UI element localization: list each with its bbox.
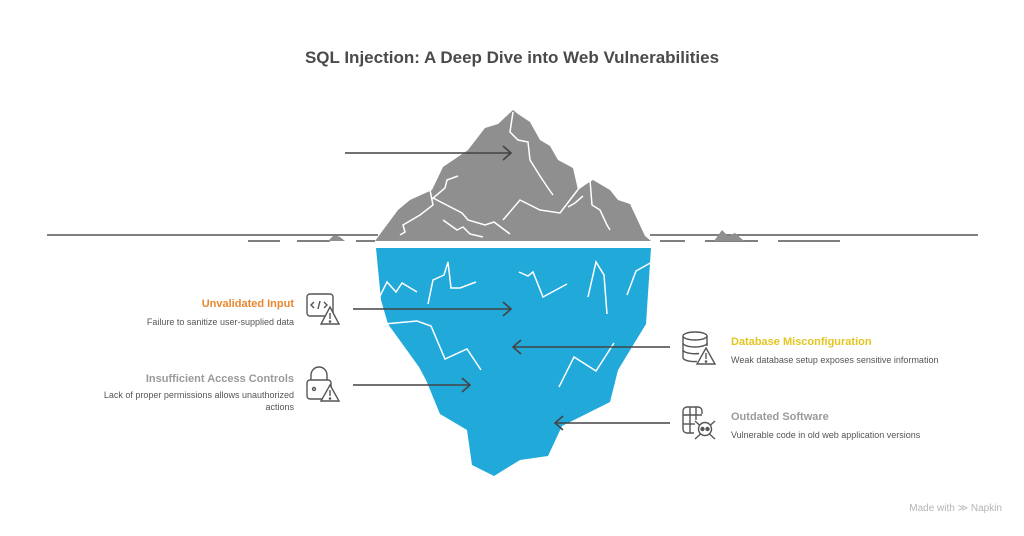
diagram-title: SQL Injection: A Deep Dive into Web Vuln…: [304, 48, 720, 67]
label-db-misconfig: Database Misconfiguration: [731, 336, 872, 348]
label-outdated-software: Outdated Software: [731, 411, 829, 423]
iceberg-bottom-cracks: [379, 260, 653, 388]
water-line: [47, 234, 978, 242]
footer-credit: Made with ≫ Napkin: [909, 503, 1002, 514]
arrow-outdated-software: [553, 415, 670, 431]
desc-access-controls: Lack of proper permissions allows unauth…: [103, 390, 294, 412]
arrow-access-controls: [353, 377, 472, 393]
code-warning-icon: [306, 293, 341, 325]
arrow-unvalidated-input: [353, 301, 513, 317]
database-warning-icon: [682, 331, 717, 365]
small-rock-right: [714, 230, 744, 241]
iceberg-top-cracks: [399, 111, 611, 238]
desc-db-misconfig: Weak database setup exposes sensitive in…: [731, 355, 939, 365]
label-unvalidated-input: Unvalidated Input: [201, 298, 294, 310]
arrow-peak: [345, 145, 513, 161]
small-rock-left: [328, 235, 345, 241]
globe-skull-icon: [682, 406, 716, 440]
lock-warning-icon: [306, 366, 341, 402]
made-with-text: Made with: [909, 503, 955, 514]
arrows: [345, 145, 670, 431]
desc-unvalidated-input: Failure to sanitize user-supplied data: [146, 317, 294, 327]
label-access-controls: Insufficient Access Controls: [145, 373, 294, 385]
brand-text: Napkin: [970, 503, 1002, 514]
napkin-logo-icon: ≫: [957, 503, 969, 514]
iceberg-bottom: [376, 248, 651, 476]
desc-outdated-software: Vulnerable code in old web application v…: [731, 430, 921, 440]
arrow-db-misconfig: [511, 339, 670, 355]
iceberg-top: [375, 110, 651, 241]
